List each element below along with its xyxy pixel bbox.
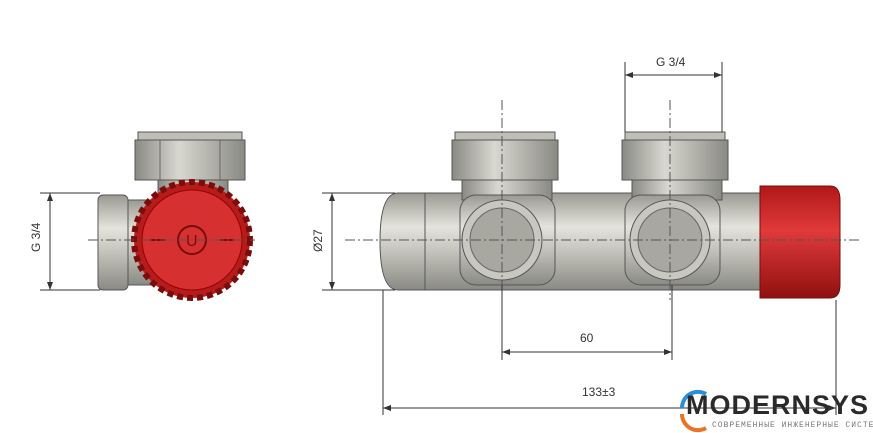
overall-length-label: 133±3: [582, 385, 616, 399]
red-cap: [759, 185, 841, 299]
top-thread-label: G 3/4: [656, 55, 686, 69]
diameter-label: Ø27: [311, 229, 325, 252]
logo-tagline: СОВРЕМЕННЫЕ ИНЖЕНЕРНЫЕ СИСТЕМЫ: [712, 421, 873, 430]
side-thread-label: G 3/4: [29, 222, 43, 252]
port-spacing-label: 60: [580, 331, 594, 345]
svg-text:U: U: [186, 233, 198, 250]
logo-arc-icon: [679, 389, 707, 433]
front-view: Ø27 G 3/4 60 133±3: [311, 55, 860, 415]
modernsys-logo: MODERNSYS СОВРЕМЕННЫЕ ИНЖЕНЕРНЫЕ СИСТЕМЫ: [676, 388, 873, 433]
side-view: U G 3/4: [29, 131, 255, 301]
logo-name: MODERNSYS: [686, 390, 870, 420]
